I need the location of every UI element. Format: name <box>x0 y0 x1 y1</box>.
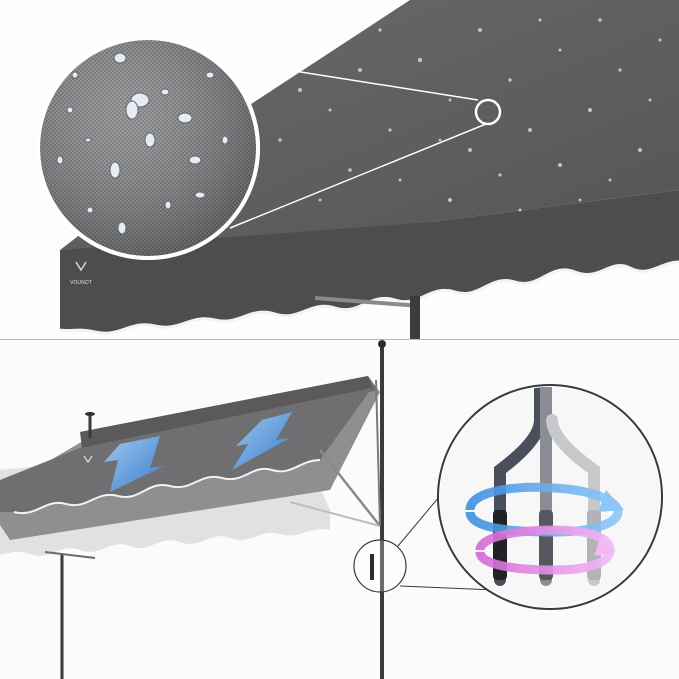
magnifier-connector <box>229 123 487 229</box>
awning-top-illustration: VOUNOT <box>36 0 679 340</box>
brand-logo-text: VOUNOT <box>70 280 93 286</box>
valance-edge <box>13 459 321 515</box>
rear-pole-cap <box>85 412 95 416</box>
support-pole <box>410 296 420 340</box>
canopy-valance <box>60 190 679 334</box>
magnifier-connector <box>399 585 496 591</box>
fork-right-prong <box>546 414 600 586</box>
brand-logo: VOUNOT <box>70 261 93 286</box>
pole-top-cap <box>378 340 386 348</box>
rotate-arrowhead-icon <box>598 490 624 512</box>
water-droplets <box>278 18 662 212</box>
support-arm <box>319 449 381 527</box>
zoom-target-ring <box>353 539 407 593</box>
magnified-droplets <box>56 52 229 235</box>
adjustable-pole-panel <box>0 340 679 679</box>
rotate-arrowhead-icon <box>594 538 616 556</box>
support-arm <box>314 296 421 308</box>
left-arm <box>44 551 96 559</box>
support-arm <box>375 379 381 527</box>
retract-arrow-icon <box>232 412 292 470</box>
fabric-magnifier <box>36 36 260 260</box>
zoom-target-ring <box>474 98 502 126</box>
pole-magnifier <box>437 384 663 610</box>
cassette-front <box>80 376 372 448</box>
retract-arrow-icon <box>104 436 164 492</box>
support-arm <box>289 501 381 527</box>
brand-logo-mark <box>83 455 93 464</box>
fork-left-prong <box>494 387 546 586</box>
awning-bottom-illustration <box>0 340 663 679</box>
magnifier-connector <box>224 59 479 101</box>
waterproof-fabric-panel: VOUNOT <box>36 0 679 340</box>
